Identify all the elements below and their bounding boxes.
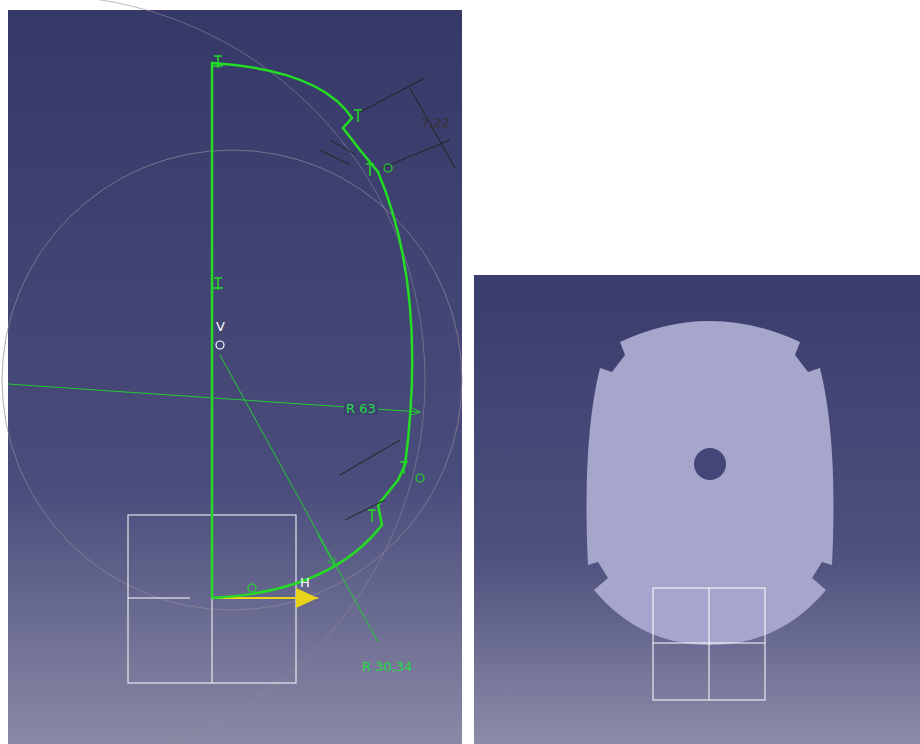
axis-label: H [300,576,310,589]
viewport-background [474,275,920,744]
dimension-value: 7,22 [421,116,450,129]
radius-dimension: R 63 [344,402,378,415]
axis-label: V [216,320,225,333]
radius-dimension: R 30,34 [362,660,412,673]
viewport-background [8,10,462,744]
